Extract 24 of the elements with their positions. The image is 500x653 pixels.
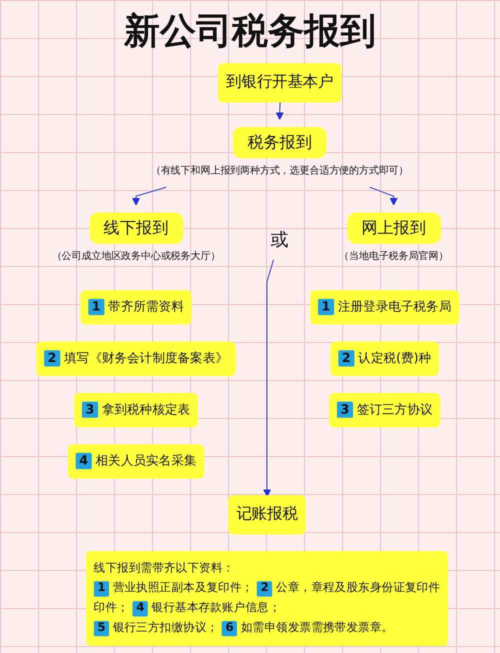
- step-number: 2: [44, 350, 60, 367]
- step-number: 3: [336, 402, 353, 418]
- node-label: （有线下和网上报到两种方式，选更合适方便的方式即可）: [150, 164, 409, 177]
- arrow: [132, 186, 167, 206]
- step-number: 1: [88, 299, 104, 316]
- arrow: [263, 259, 274, 498]
- step-number: 5: [94, 621, 110, 637]
- step-number: 2: [338, 350, 354, 367]
- step-number: 4: [132, 601, 148, 617]
- step-number: 4: [76, 453, 92, 470]
- step-number: 3: [82, 402, 98, 418]
- arrow: [369, 186, 398, 206]
- node-label: （当地电子税务局官网）: [339, 250, 448, 262]
- node-box: 网上报到: [346, 212, 441, 244]
- node-box: 线下报到: [89, 212, 183, 244]
- step-number: 1: [318, 299, 334, 316]
- node-text: 或: [270, 228, 289, 250]
- step-number: 6: [222, 621, 238, 637]
- node-label: （公司成立地区政务中心或税务大厅）: [52, 250, 220, 262]
- step-number: 1: [94, 582, 110, 597]
- node-box: 税务报到: [232, 127, 327, 159]
- step-number: 2: [257, 582, 272, 597]
- arrow: [276, 102, 284, 120]
- title: 新公司税务报到: [124, 10, 376, 54]
